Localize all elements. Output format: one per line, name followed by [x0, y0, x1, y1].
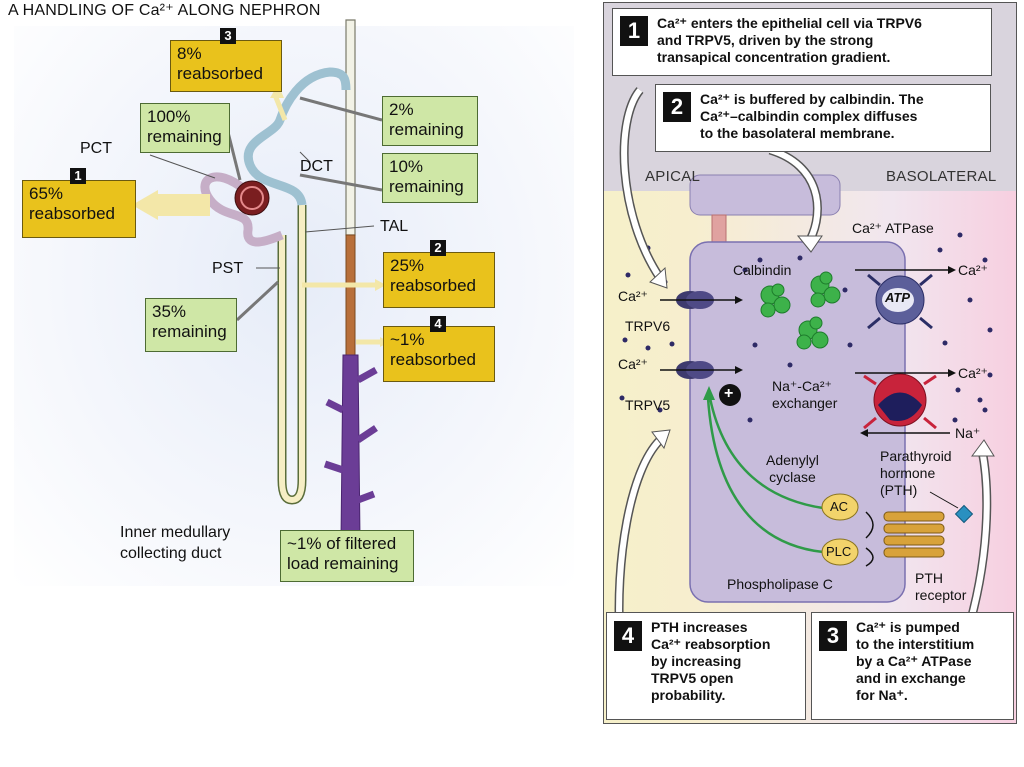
- callout1-arrow: [621, 88, 663, 280]
- dct-tubule: [243, 67, 351, 207]
- arrow-tal-head: [375, 279, 386, 291]
- label-apical: APICAL: [645, 168, 701, 185]
- badge-4: 4: [430, 316, 446, 332]
- panel-a-title: A HANDLING OF Ca²⁺ ALONG NEPHRON: [8, 2, 321, 19]
- trpv6-arrow-head: [735, 296, 743, 304]
- ac-stimulation-arrow: [708, 397, 824, 510]
- leader-35pct: [235, 280, 280, 322]
- callout-2: 2 Ca²⁺ is buffered by calbindin. The Ca²…: [655, 84, 991, 152]
- callout1-arrow-head: [649, 266, 668, 289]
- callout2-arrow: [769, 147, 821, 242]
- callout-1: 1 Ca²⁺ enters the epithelial cell via TR…: [612, 8, 992, 76]
- box-100-remaining: 100% remaining: [140, 103, 230, 153]
- exchanger-inner: [878, 392, 922, 421]
- plc-stimulation-arrow: [706, 397, 824, 554]
- callout3-arrow: [962, 449, 990, 641]
- box-2-remaining: 2% remaining: [382, 96, 478, 146]
- label-ca-out-2: Ca²⁺: [958, 365, 988, 381]
- label-pct: PCT: [80, 140, 112, 157]
- glomerulus: [234, 180, 270, 216]
- tight-junction: [711, 214, 727, 244]
- label-dct: DCT: [300, 158, 333, 175]
- loop-of-henle: [279, 205, 305, 504]
- box-cd-reabsorbed: ~1% reabsorbed: [383, 326, 495, 382]
- label-calbindin: Calbindin: [733, 262, 792, 278]
- leader-pct: [149, 154, 216, 179]
- label-basolateral: BASOLATERAL: [886, 168, 997, 185]
- badge-1: 1: [70, 168, 86, 184]
- label-ca-trpv5: Ca²⁺: [618, 356, 648, 372]
- label-exchanger: Na⁺-Ca²⁺ exchanger: [772, 378, 838, 411]
- calbindin-molecules: [760, 271, 841, 350]
- label-trpv5: TRPV5: [625, 397, 671, 413]
- leader-dct: [299, 151, 311, 163]
- duct-branches: [323, 366, 378, 504]
- ac-enzyme: [821, 493, 859, 521]
- box-final-remaining: ~1% of filtered load remaining: [280, 530, 414, 582]
- atpase-legs: [867, 273, 933, 330]
- nephron-diagram: [132, 19, 389, 561]
- badge-3: 3: [220, 28, 236, 44]
- callout-3: 3 Ca²⁺ is pumped to the interstitium by …: [811, 612, 1014, 720]
- plc-activation-arrow: [865, 547, 874, 567]
- label-plc: PLC: [826, 544, 852, 559]
- plus-icon: +: [724, 385, 734, 402]
- plus-badge: [719, 384, 741, 406]
- box-dct-reabsorbed: 8% reabsorbed: [170, 40, 282, 92]
- label-ca-trpv6: Ca²⁺: [618, 288, 648, 304]
- atpase-arrow-head: [948, 266, 956, 274]
- callout-1-number: 1: [620, 16, 648, 46]
- trpv5-arrow-head: [735, 366, 743, 374]
- label-pth-receptor: PTH receptor: [915, 570, 967, 603]
- leader-2pct: [299, 96, 383, 122]
- plc-enzyme: [821, 538, 859, 566]
- atp-oval: [882, 288, 914, 312]
- callout-4-text: PTH increases Ca²⁺ reabsorption by incre…: [651, 619, 771, 703]
- label-trpv6: TRPV6: [625, 318, 671, 334]
- callout-4: 4 PTH increases Ca²⁺ reabsorption by inc…: [606, 612, 806, 720]
- label-ca-out-1: Ca²⁺: [958, 262, 988, 278]
- pth-receptor: [883, 511, 945, 558]
- label-na: Na⁺: [955, 425, 981, 441]
- exchanger-legs: [863, 374, 937, 430]
- leader-10pct: [299, 173, 383, 192]
- arrow-pct-head: [132, 190, 158, 220]
- callout-4-number: 4: [614, 621, 642, 651]
- callout-2-text: Ca²⁺ is buffered by calbindin. The Ca²⁺–…: [700, 91, 924, 141]
- box-10-remaining: 10% remaining: [382, 153, 478, 203]
- callout4-arrow: [616, 437, 663, 641]
- leader-tal: [304, 225, 375, 233]
- box-35-remaining: 35% remaining: [145, 298, 237, 352]
- callout-1-text: Ca²⁺ enters the epithelial cell via TRPV…: [657, 15, 922, 65]
- callout4-arrow-head: [651, 429, 671, 450]
- label-phospholipase-c: Phospholipase C: [727, 576, 833, 592]
- na-in-arrow-head: [860, 429, 868, 437]
- callout-2-number: 2: [663, 92, 691, 122]
- box-pct-reabsorbed: 65% reabsorbed: [22, 180, 136, 238]
- label-pst: PST: [212, 260, 244, 277]
- box-tal-reabsorbed: 25% reabsorbed: [383, 252, 495, 308]
- label-atp: ATP: [885, 290, 911, 305]
- label-adenylyl-cyclase: Adenylyl cyclase: [766, 452, 819, 485]
- label-collecting-duct: Inner medullary collecting duct: [120, 524, 231, 562]
- label-pth: Parathyroid hormone (PTH): [880, 448, 952, 498]
- arrow-dct-reabsorption: [272, 94, 288, 121]
- callout2-arrow-head: [796, 235, 823, 253]
- callout-3-text: Ca²⁺ is pumped to the interstitium by a …: [856, 619, 975, 703]
- glomerulus-capillaries: [240, 186, 264, 210]
- label-ac: AC: [830, 499, 849, 514]
- stimulation-arrow-head: [703, 386, 715, 400]
- exchanger-out-arrow-head: [948, 369, 956, 377]
- neighbor-cell: [689, 174, 841, 216]
- badge-2: 2: [430, 240, 446, 256]
- pth-hormone: [954, 504, 974, 524]
- pth-leader: [929, 491, 959, 509]
- ac-activation-arrow: [865, 511, 874, 539]
- label-tal: TAL: [380, 218, 409, 235]
- label-ca-atpase: Ca²⁺ ATPase: [852, 220, 934, 236]
- callout3-arrow-head: [971, 439, 995, 457]
- callout-3-number: 3: [819, 621, 847, 651]
